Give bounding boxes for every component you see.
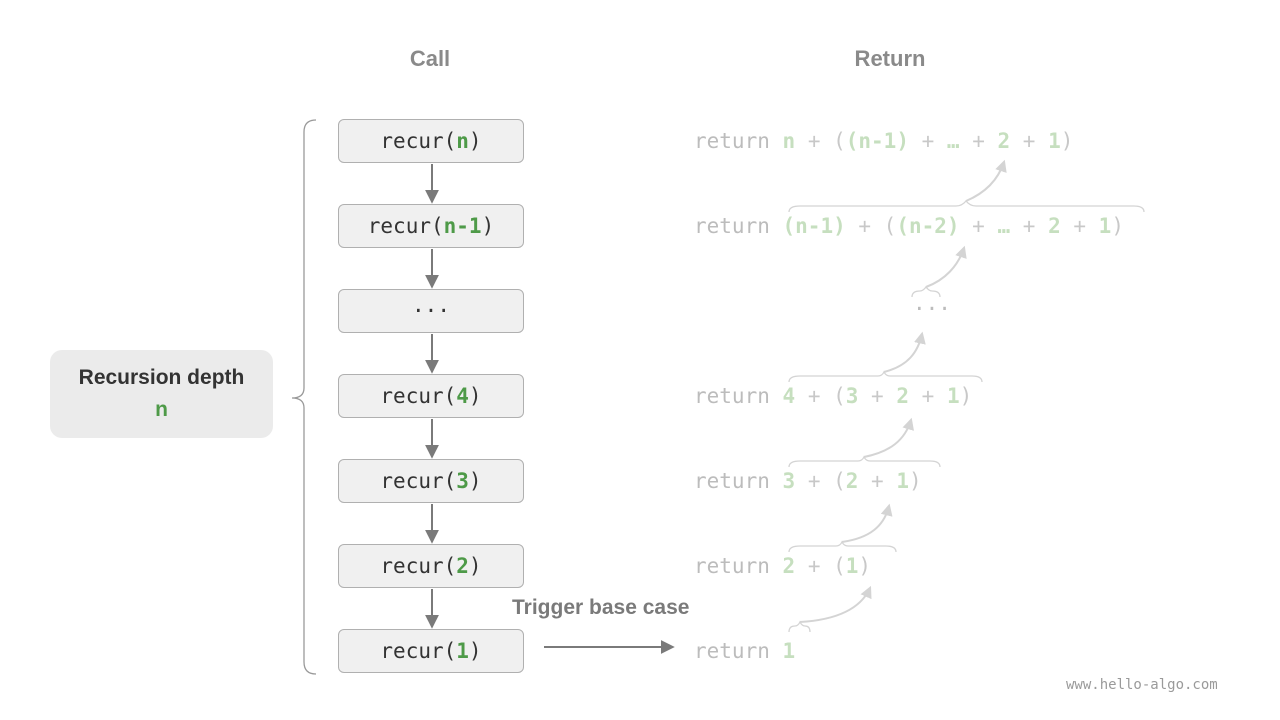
term: 4 bbox=[782, 384, 796, 408]
call-suffix: ··· bbox=[412, 299, 450, 323]
return-keyword: return bbox=[694, 469, 783, 493]
term: 1 bbox=[946, 384, 960, 408]
return-arrow bbox=[799, 585, 872, 623]
call-arg: 2 bbox=[456, 554, 469, 578]
return-keyword: return bbox=[694, 639, 783, 663]
return-arrow bbox=[965, 159, 1007, 202]
return-arrow bbox=[925, 245, 967, 288]
term: … bbox=[997, 214, 1011, 238]
call-box-n-1: recur(n-1) bbox=[338, 204, 524, 248]
term: 1 bbox=[1048, 129, 1061, 153]
call-suffix: ) bbox=[468, 469, 482, 493]
call-arg: n bbox=[456, 129, 469, 153]
term: 2 bbox=[845, 469, 859, 493]
op: + bbox=[959, 214, 998, 238]
return-line-3: return 3 + (2 + 1) bbox=[694, 466, 922, 496]
call-box-n: recur(n) bbox=[338, 119, 524, 163]
op: + ( bbox=[795, 554, 846, 578]
op: + bbox=[1010, 129, 1049, 153]
call-arg: n-1 bbox=[443, 214, 482, 238]
call-suffix: ) bbox=[468, 384, 482, 408]
call-arg: 3 bbox=[456, 469, 469, 493]
return-arrow bbox=[863, 417, 914, 458]
term: … bbox=[946, 129, 960, 153]
return-heading: Return bbox=[854, 46, 926, 71]
op: + bbox=[909, 384, 947, 408]
depth-brace bbox=[291, 119, 317, 675]
term: 2 bbox=[782, 554, 796, 578]
call-box-ellipsis: ··· bbox=[338, 289, 524, 333]
term: 1 bbox=[1098, 214, 1112, 238]
call-box-1: recur(1) bbox=[338, 629, 524, 673]
call-suffix: ) bbox=[468, 129, 482, 153]
call-arg: 4 bbox=[456, 384, 469, 408]
return-line-n: return n + ((n-1) + … + 2 + 1) bbox=[694, 126, 1073, 156]
term: n bbox=[782, 129, 796, 153]
recursion-depth-box: Recursion depth n bbox=[50, 350, 273, 438]
term: 1 bbox=[782, 639, 796, 663]
op: ) bbox=[1060, 129, 1074, 153]
return-line-ellipsis: ··· bbox=[913, 297, 951, 321]
op: + bbox=[1060, 214, 1099, 238]
term: 2 bbox=[997, 129, 1011, 153]
term: 2 bbox=[896, 384, 909, 408]
term: (n-1) bbox=[782, 214, 846, 238]
call-prefix: recur( bbox=[380, 384, 457, 408]
return-line-4: return 4 + (3 + 2 + 1) bbox=[694, 381, 972, 411]
op: + bbox=[858, 469, 897, 493]
call-arg: 1 bbox=[456, 639, 469, 663]
op: ) bbox=[959, 384, 973, 408]
op: + ( bbox=[795, 469, 846, 493]
return-arrow bbox=[841, 503, 893, 543]
op: + bbox=[858, 384, 897, 408]
op: + bbox=[908, 129, 947, 153]
return-line-2: return 2 + (1) bbox=[694, 551, 871, 581]
call-prefix: recur( bbox=[380, 129, 457, 153]
call-suffix: ) bbox=[468, 554, 482, 578]
term: 3 bbox=[845, 384, 859, 408]
footer-url: www.hello-algo.com bbox=[1066, 677, 1218, 693]
op: + ( bbox=[795, 384, 846, 408]
term: 3 bbox=[782, 469, 796, 493]
trigger-base-case-label: Trigger base case bbox=[512, 596, 690, 619]
depth-var: n bbox=[155, 398, 168, 421]
call-suffix: ) bbox=[481, 214, 495, 238]
op: ) bbox=[1111, 214, 1124, 238]
op: + bbox=[1010, 214, 1049, 238]
op: + bbox=[959, 129, 998, 153]
op: ) bbox=[909, 469, 922, 493]
term: 2 bbox=[1048, 214, 1061, 238]
op: + ( bbox=[795, 129, 846, 153]
return-keyword: return bbox=[694, 554, 783, 578]
call-box-3: recur(3) bbox=[338, 459, 524, 503]
return-keyword: return bbox=[694, 384, 783, 408]
term: (n-2) bbox=[896, 214, 960, 238]
call-prefix: recur( bbox=[367, 214, 444, 238]
call-box-4: recur(4) bbox=[338, 374, 524, 418]
term: 1 bbox=[896, 469, 909, 493]
return-keyword: return bbox=[694, 214, 783, 238]
return-line-1: return 1 bbox=[694, 636, 795, 666]
op: + ( bbox=[845, 214, 897, 238]
call-prefix: recur( bbox=[380, 469, 457, 493]
call-box-2: recur(2) bbox=[338, 544, 524, 588]
depth-title: Recursion depth bbox=[78, 366, 245, 389]
call-prefix: recur( bbox=[380, 639, 457, 663]
term: 1 bbox=[845, 554, 859, 578]
term: (n-1) bbox=[845, 129, 909, 153]
return-keyword: return bbox=[694, 129, 783, 153]
return-line-n-1: return (n-1) + ((n-2) + … + 2 + 1) bbox=[694, 211, 1124, 241]
underbrace bbox=[788, 620, 811, 633]
call-suffix: ) bbox=[468, 639, 482, 663]
return-arrow bbox=[883, 331, 926, 373]
call-prefix: recur( bbox=[380, 554, 457, 578]
op: ) bbox=[858, 554, 872, 578]
call-heading: Call bbox=[409, 46, 451, 71]
